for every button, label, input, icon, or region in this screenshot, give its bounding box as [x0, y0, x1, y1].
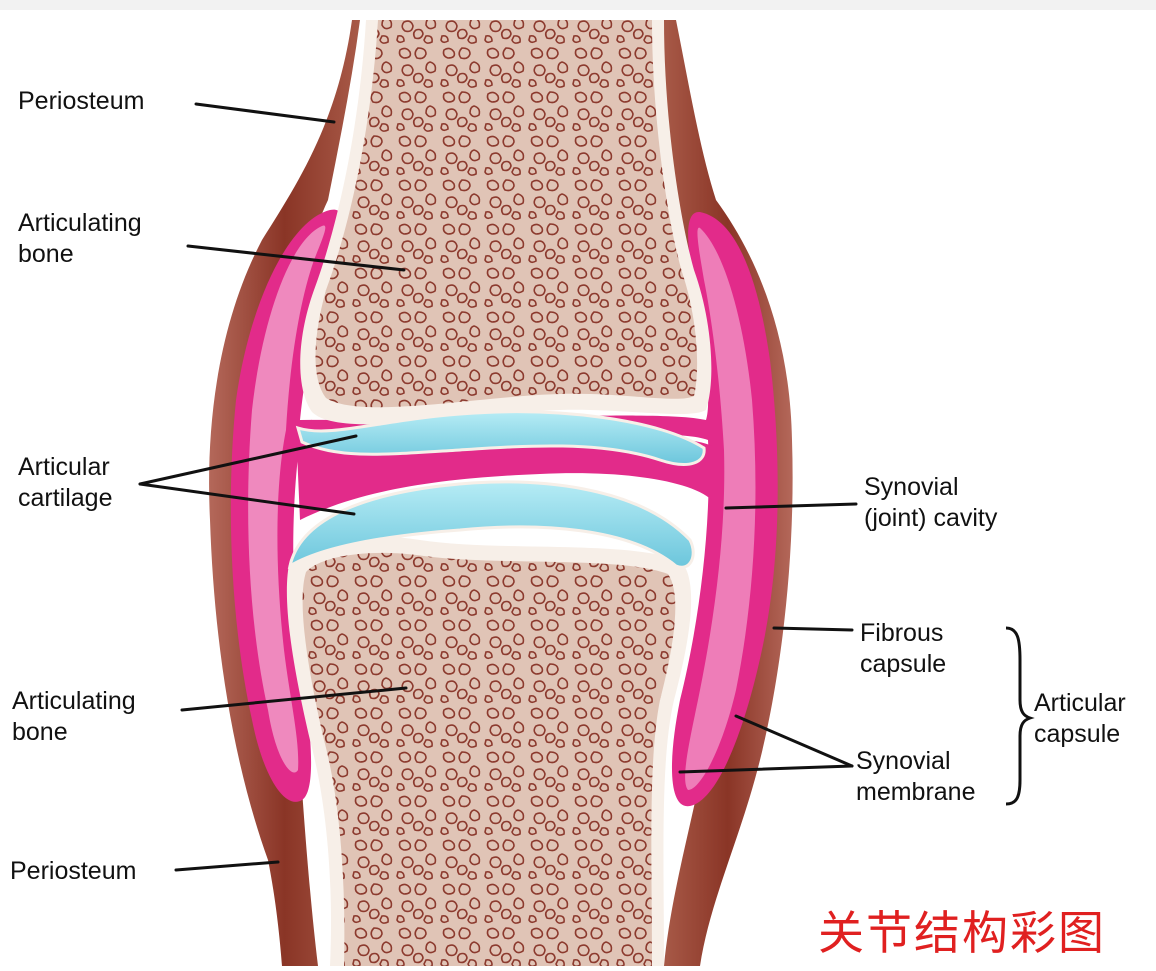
- label-articulating-bone-bottom-line2: bone: [12, 717, 136, 748]
- label-articulating-bone-top-line2: bone: [18, 239, 142, 270]
- label-periosteum-top: Periosteum: [18, 86, 144, 117]
- label-synovial-membrane: Synovial membrane: [856, 746, 976, 808]
- leader-periosteum-bottom: [176, 862, 278, 870]
- label-periosteum-bottom: Periosteum: [10, 856, 136, 887]
- label-synovial-membrane-line2: membrane: [856, 777, 976, 808]
- label-articular-cartilage: Articular cartilage: [18, 452, 113, 514]
- label-periosteum-bottom-text: Periosteum: [10, 856, 136, 887]
- caption-title: 关节结构彩图: [818, 906, 1106, 960]
- label-articular-cartilage-line2: cartilage: [18, 483, 113, 514]
- label-articulating-bone-top-line1: Articulating: [18, 208, 142, 239]
- leader-periosteum-top: [196, 104, 334, 122]
- label-periosteum-top-text: Periosteum: [18, 86, 144, 117]
- label-articular-capsule: Articular capsule: [1034, 688, 1126, 750]
- label-synovial-cavity-line1: Synovial: [864, 472, 997, 503]
- label-articulating-bone-bottom: Articulating bone: [12, 686, 136, 748]
- label-synovial-cavity-line2: (joint) cavity: [864, 503, 997, 534]
- label-articulating-bone-bottom-line1: Articulating: [12, 686, 136, 717]
- articular-capsule-brace: [1006, 628, 1030, 804]
- label-articulating-bone-top: Articulating bone: [18, 208, 142, 270]
- label-articular-capsule-line1: Articular: [1034, 688, 1126, 719]
- label-synovial-membrane-line1: Synovial: [856, 746, 976, 777]
- leader-fibrous-capsule: [774, 628, 852, 630]
- label-synovial-cavity: Synovial (joint) cavity: [864, 472, 997, 534]
- label-articular-capsule-line2: capsule: [1034, 719, 1126, 750]
- label-articular-cartilage-line1: Articular: [18, 452, 113, 483]
- label-fibrous-capsule: Fibrous capsule: [860, 618, 946, 680]
- label-fibrous-capsule-line1: Fibrous: [860, 618, 946, 649]
- label-fibrous-capsule-line2: capsule: [860, 649, 946, 680]
